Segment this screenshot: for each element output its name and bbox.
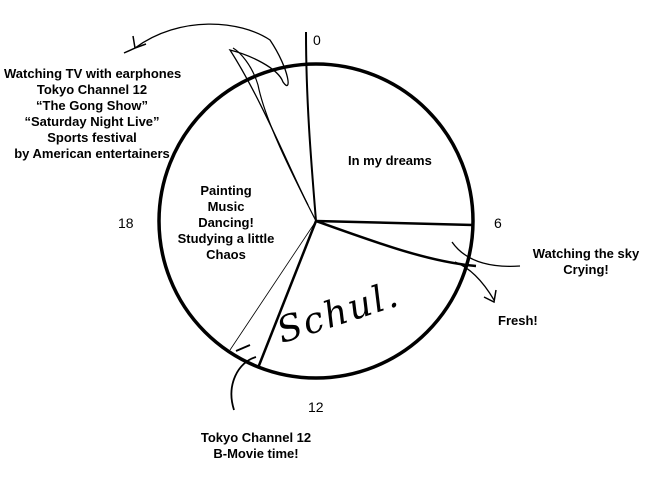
movie-line: Tokyo Channel 12	[200, 430, 312, 445]
division-line-afternoon	[256, 220, 318, 369]
movie-line: B-Movie time!	[213, 446, 299, 461]
tv-arrow-line	[134, 23, 309, 206]
tv-line: Tokyo Channel 12	[36, 82, 148, 97]
hour-label-18: 18	[118, 215, 134, 231]
movie-arrow-line	[230, 356, 257, 411]
sky-arrow-line	[451, 241, 521, 268]
hour-label-12: 12	[308, 399, 324, 415]
tv-line: by American entertainers	[14, 146, 170, 161]
fresh-annotation: Fresh!	[498, 313, 538, 328]
evening-item: Painting	[200, 183, 252, 198]
tv-line: Watching TV with earphones	[4, 66, 182, 81]
evening-item: Music	[207, 199, 245, 214]
movie-arrow-tail	[235, 344, 251, 352]
movie-annotation: Tokyo Channel 12 B-Movie time!	[196, 430, 316, 462]
division-line-dawn	[315, 219, 474, 227]
segment-evening-labels: Painting Music Dancing! Studying a littl…	[176, 183, 276, 263]
division-line-morning	[315, 219, 477, 268]
sky-annotation: Watching the sky Crying!	[528, 246, 644, 278]
division-line-midnight	[305, 31, 317, 222]
division-line-evening-thin	[229, 220, 317, 351]
clock-circle	[157, 62, 475, 380]
evening-item: Studying a little	[177, 231, 275, 246]
evening-item: Dancing!	[198, 215, 254, 230]
fresh-arrowhead-icon	[483, 289, 497, 304]
fresh-arrow-line	[454, 261, 495, 301]
sky-line: Crying!	[563, 262, 609, 277]
sky-line: Watching the sky	[532, 246, 640, 261]
tv-line: “The Gong Show”	[36, 98, 148, 113]
tv-line: “Saturday Night Live”	[24, 114, 160, 129]
tv-line: Sports festival	[47, 130, 137, 145]
tv-annotation: Watching TV with earphones Tokyo Channel…	[4, 66, 182, 162]
hour-label-0: 0	[313, 32, 321, 48]
hour-label-6: 6	[494, 215, 502, 231]
evening-item: Chaos	[206, 247, 246, 262]
tv-arrowhead-icon	[123, 35, 147, 54]
segment-dreams-label: In my dreams	[348, 153, 432, 168]
